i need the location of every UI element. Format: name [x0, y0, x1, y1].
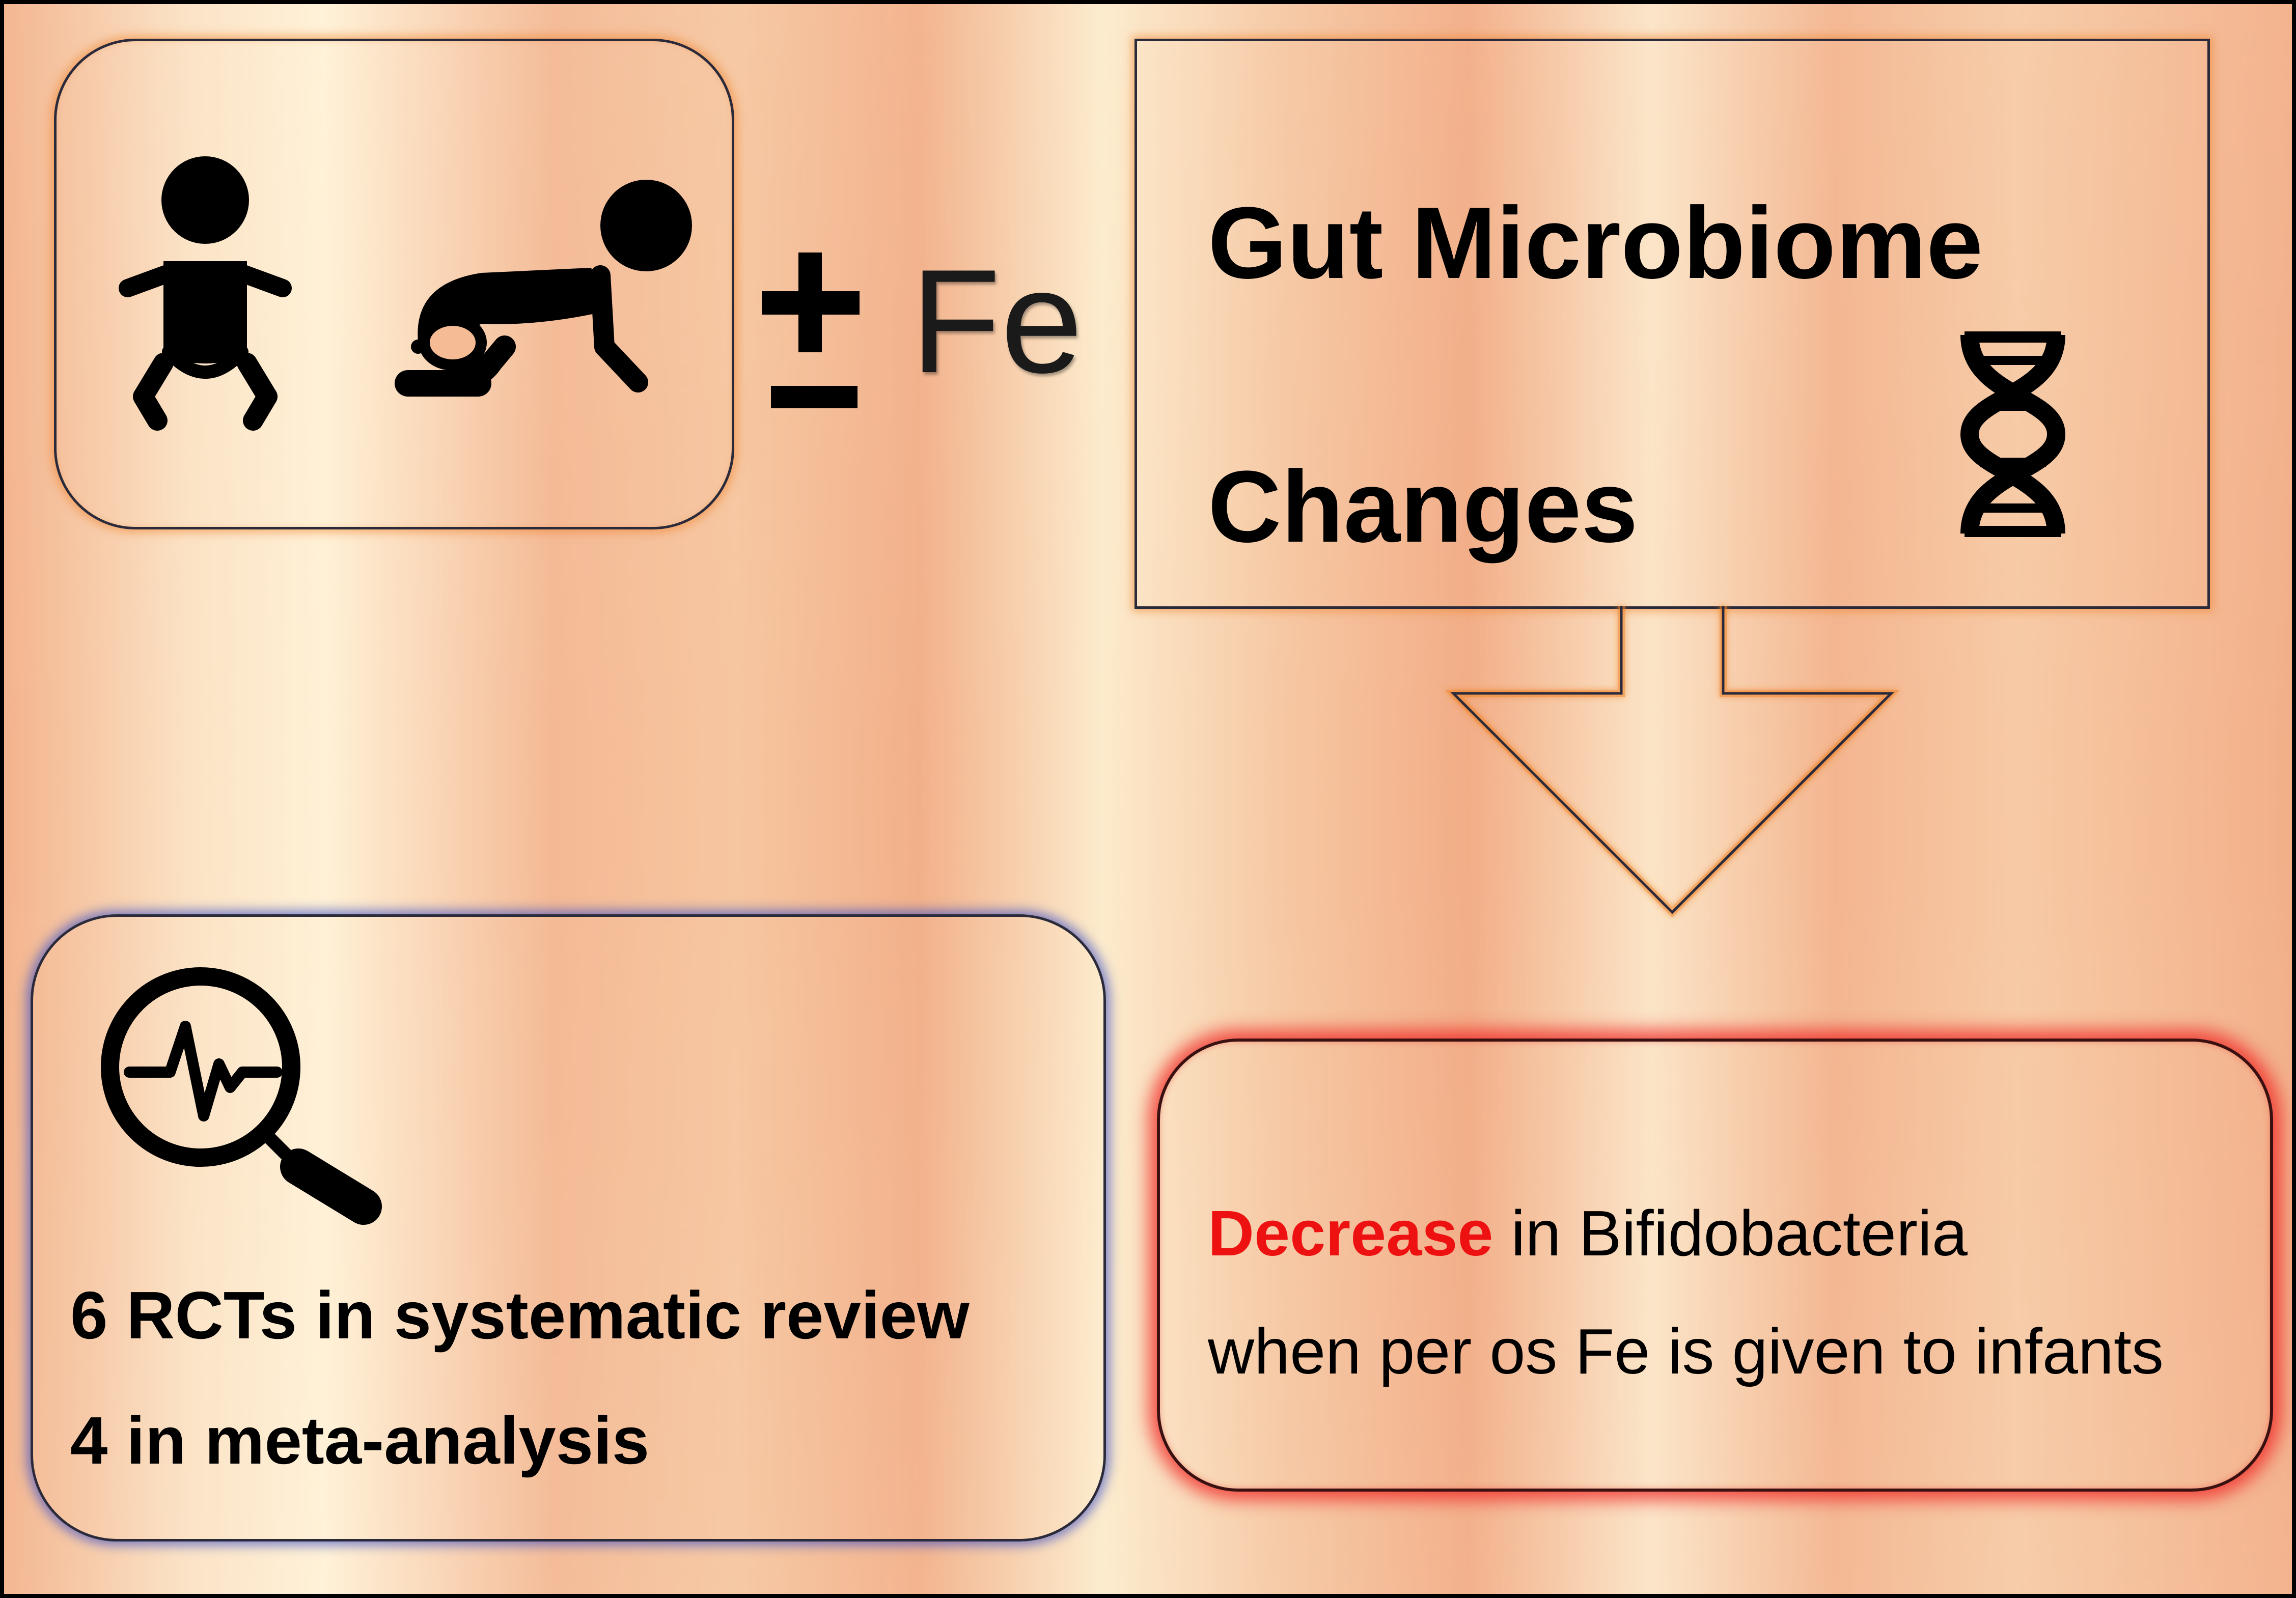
- review-box: [31, 914, 1106, 1541]
- result-box: [1157, 1039, 2273, 1492]
- result-line2: when per os Fe is given to infants: [1208, 1315, 2164, 1387]
- crawling-baby-icon: [395, 180, 692, 397]
- baby-icon: [119, 156, 292, 431]
- review-line1: 6 RCTs in systematic review: [70, 1278, 970, 1353]
- result-line1-rest: in Bifidobacteria: [1493, 1197, 1968, 1269]
- plus-minus-icon: [762, 253, 860, 408]
- dna-icon: [1960, 331, 2066, 537]
- magnifier-pulse-icon: [101, 967, 382, 1225]
- result-line1: Decrease in Bifidobacteria: [1208, 1201, 1968, 1266]
- fe-label: Fe: [910, 239, 1083, 404]
- infant-box: [54, 39, 734, 529]
- result-highlight: Decrease: [1208, 1197, 1493, 1269]
- microbiome-box: [1135, 39, 2210, 609]
- microbiome-title-line1: Gut Microbiome: [1208, 186, 1983, 300]
- review-line2: 4 in meta-analysis: [70, 1403, 650, 1478]
- down-arrow: [1445, 606, 1900, 917]
- microbiome-title-line2: Changes: [1208, 450, 1638, 564]
